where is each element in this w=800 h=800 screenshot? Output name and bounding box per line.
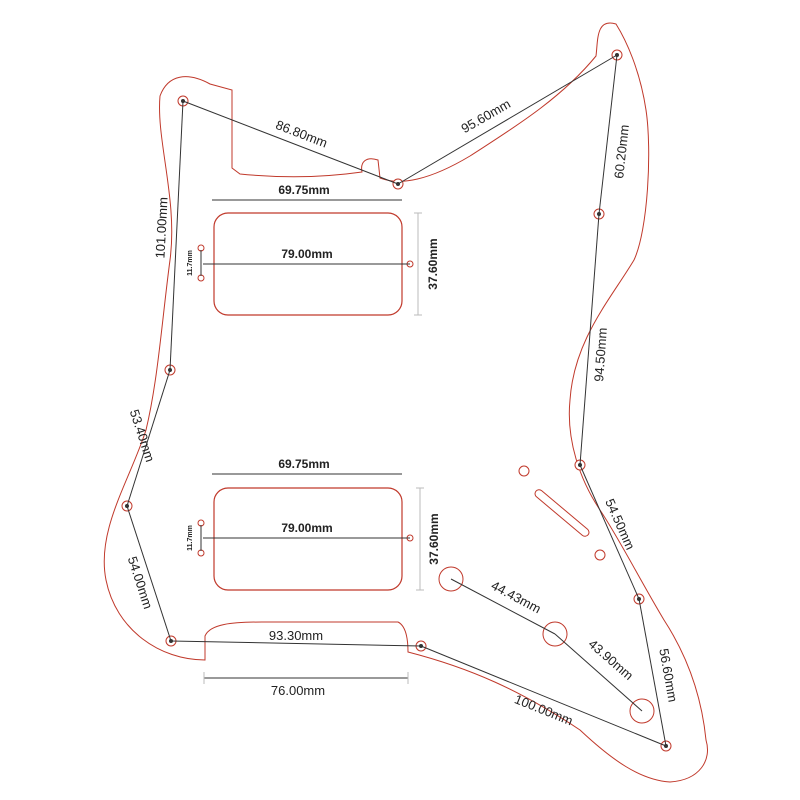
- control-spacing-1-label: 44.43mm: [489, 578, 544, 617]
- pickguard-outline: [103, 22, 708, 783]
- label-left-lower: 54.00mm: [125, 555, 156, 611]
- perimeter-dimension-lines: [126, 54, 667, 747]
- label-left-middle: 53.40mm: [127, 408, 158, 464]
- pickup-dimension-lines: [200, 199, 424, 684]
- bridge-height-label: 37.60mm: [427, 513, 441, 564]
- switch-slot: [534, 489, 590, 537]
- bridge-ring-width-label: 69.75mm: [278, 457, 329, 471]
- bridge-small-span-label: 11.7mm: [187, 525, 194, 551]
- neck-height-label: 37.60mm: [426, 238, 440, 289]
- neck-ring-width-label: 69.75mm: [278, 183, 329, 197]
- label-right-upper: 60.20mm: [611, 124, 632, 179]
- label-right-bottom: 56.60mm: [656, 647, 680, 703]
- label-bottom-right: 100.00mm: [512, 691, 575, 728]
- switch-screw-hole-bottom: [594, 549, 606, 561]
- label-bottom-left: 93.30mm: [269, 628, 323, 643]
- pickup-mount-holes: [197, 244, 414, 557]
- label-left-upper: 101.00mm: [152, 197, 170, 259]
- label-top-left-notch: 86.80mm: [274, 117, 330, 150]
- label-bottom-cutout-width: 76.00mm: [271, 683, 325, 698]
- label-top-right: 95.60mm: [459, 96, 513, 136]
- switch-screw-hole-top: [518, 465, 530, 477]
- neck-small-span-label: 11.7mm: [187, 250, 194, 276]
- label-right-middle: 94.50mm: [591, 327, 610, 382]
- bridge-screw-span-label: 79.00mm: [281, 521, 332, 535]
- control-spacing-2-label: 43.90mm: [586, 636, 637, 683]
- neck-screw-span-label: 79.00mm: [281, 247, 332, 261]
- bridge-pickup-cutout: [213, 487, 403, 591]
